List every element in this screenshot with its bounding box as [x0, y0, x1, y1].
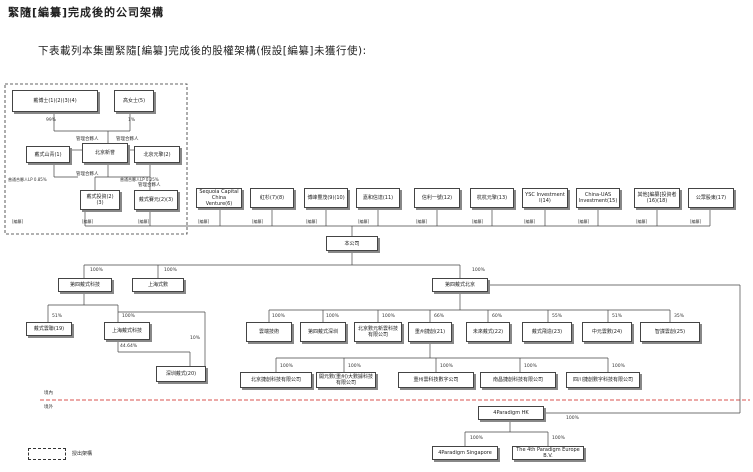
node-cdas[interactable]: China-UAS Investment(15): [576, 188, 620, 208]
node-founder-dai[interactable]: 戴博士(1)(2)(3)(4): [12, 90, 98, 112]
node-a2[interactable]: 第四戴式深圳: [300, 322, 346, 342]
pct-eu: 100%: [552, 436, 565, 441]
node-b4[interactable]: 南昌捷創科技有限公司: [480, 372, 556, 388]
legend-label: 授出架構: [72, 451, 93, 457]
pct-b3: 100%: [440, 364, 453, 369]
node-ds-med[interactable]: 深圳戴式(20): [156, 366, 206, 382]
node-b5[interactable]: 四川捷創數字科技有限公司: [566, 372, 640, 388]
node-ysc[interactable]: YSC Investment I(14): [522, 188, 568, 208]
redacted-tag-9: [編纂]: [472, 219, 484, 224]
node-b3[interactable]: 重州雲科技數字公司: [398, 372, 474, 388]
node-bj-ds[interactable]: 第四戴式北京: [432, 278, 488, 292]
pct-b1: 100%: [280, 364, 293, 369]
node-a8[interactable]: 智謀雲創(25): [640, 322, 700, 342]
redacted-tag-3: [編纂]: [138, 219, 150, 224]
node-b1[interactable]: 北京捷創科技有限公司: [240, 372, 312, 388]
node-eu[interactable]: The 4th Paradigm Europe B.V.: [512, 446, 584, 460]
node-qinghan[interactable]: 嘉和信達(11): [356, 188, 400, 208]
redacted-tag-2: [編纂]: [82, 219, 94, 224]
node-b2[interactable]: 開元數(重州)大數據科技有限公司: [316, 372, 376, 388]
vote-label-4: 管理合夥人: [138, 183, 161, 188]
pct-b5: 100%: [612, 364, 625, 369]
node-sh-ds-tech-2[interactable]: 上海戴式科技: [104, 322, 150, 340]
pct-sg: 100%: [470, 436, 483, 441]
redacted-tag-6: [編纂]: [306, 219, 318, 224]
founder-group-box: [4, 83, 188, 235]
pct-lp-a: 普通合夥人LP 0.85%: [8, 177, 47, 182]
redacted-tag-11: [編纂]: [578, 219, 590, 224]
node-daishi-saiyuan[interactable]: 戴式賽元(2)(3): [134, 190, 178, 210]
redacted-tag-8: [編纂]: [416, 219, 428, 224]
node-bohui[interactable]: 博峰豐茂(9)(10): [304, 188, 348, 208]
pct-a8: 35%: [674, 314, 685, 319]
node-a3[interactable]: 北京數元新雲科技有限公司: [354, 322, 402, 342]
node-hk[interactable]: 4Paradigm HK: [478, 406, 544, 420]
node-a4[interactable]: 重州捷創(21): [408, 322, 452, 342]
pct-10: 10%: [190, 336, 201, 341]
pct-ch1: 100%: [90, 268, 103, 273]
pct-1: 1%: [128, 118, 136, 123]
redacted-tag-1: [編纂]: [12, 219, 24, 224]
pct-51-left: 51%: [52, 314, 63, 319]
node-sh-tech[interactable]: 上海式數: [132, 278, 184, 292]
node-daishan[interactable]: 戴式山青(1): [26, 146, 70, 163]
pct-a5: 60%: [492, 314, 503, 319]
redacted-tag-4: [編纂]: [198, 219, 210, 224]
redacted-tag-7: [編纂]: [358, 219, 370, 224]
redacted-tag-13: [編纂]: [690, 219, 702, 224]
node-a6[interactable]: 戴式飛造(23): [522, 322, 572, 342]
pct-a4: 66%: [434, 314, 445, 319]
intro-text: 下表載列本集團緊隨[編纂]完成後的股權架構(假設[編纂]未獲行使):: [38, 45, 367, 57]
pct-a1: 100%: [272, 314, 285, 319]
pct-4464: 44.64%: [120, 344, 138, 349]
vote-label-2: 管理合夥人: [116, 137, 139, 142]
node-daishi-investment[interactable]: 戴式投資(2)(3): [80, 190, 120, 210]
node-guomin[interactable]: 信利一號(12): [414, 188, 460, 208]
pct-a7: 51%: [612, 314, 623, 319]
pct-ch2: 100%: [164, 268, 177, 273]
pct-b4: 100%: [524, 364, 537, 369]
redacted-tag-5: [編纂]: [252, 219, 264, 224]
node-ds-cloud[interactable]: 戴式雲聯(19): [26, 322, 72, 336]
node-sequoia[interactable]: Sequoia Capital China Venture(6): [196, 188, 242, 208]
node-hongfeng[interactable]: 紅杉(7)(8): [250, 188, 294, 208]
redacted-tag-10: [編纂]: [524, 219, 536, 224]
node-public[interactable]: 公眾股東(17): [688, 188, 734, 208]
node-sg[interactable]: 4Paradigm Singapore: [432, 446, 498, 460]
node-beijing-xinyu[interactable]: 北京新誉: [82, 143, 128, 163]
node-sh-ds-tech[interactable]: 第四戴式科技: [58, 278, 112, 292]
node-huadu[interactable]: 杭杭元擎(13): [470, 188, 514, 208]
pct-b2: 100%: [348, 364, 361, 369]
node-a5[interactable]: 未來戴式(22): [466, 322, 510, 342]
node-company[interactable]: 本公司: [326, 236, 378, 251]
pct-99: 99%: [46, 118, 57, 123]
zone-onshore: 境內: [44, 391, 53, 396]
node-a1[interactable]: 雲端技術: [246, 322, 292, 342]
legend-dashed-box: [28, 448, 66, 460]
pct-hk: 100%: [566, 416, 579, 421]
node-a7[interactable]: 中元雲數(24): [582, 322, 632, 342]
pct-100-left: 100%: [122, 314, 135, 319]
vote-label-3: 管理合夥人: [76, 172, 99, 177]
redacted-tag-12: [編纂]: [636, 219, 648, 224]
pct-a3: 100%: [382, 314, 395, 319]
vote-label-1: 管理合夥人: [76, 137, 99, 142]
pct-lp-b: 普通合夥人LP 0.25%: [120, 177, 159, 182]
node-founder-gao[interactable]: 高女士(5): [114, 90, 154, 112]
node-beijing-yuanqing[interactable]: 北京元擎(2): [134, 146, 180, 163]
zone-offshore: 境外: [44, 405, 53, 410]
page-title: 緊隨[編纂]完成後的公司架構: [8, 6, 165, 19]
node-other-investors[interactable]: 其他[編纂]投資者(16)(18): [634, 188, 680, 208]
pct-ch3: 100%: [472, 268, 485, 273]
pct-a2: 100%: [326, 314, 339, 319]
pct-a6: 55%: [552, 314, 563, 319]
